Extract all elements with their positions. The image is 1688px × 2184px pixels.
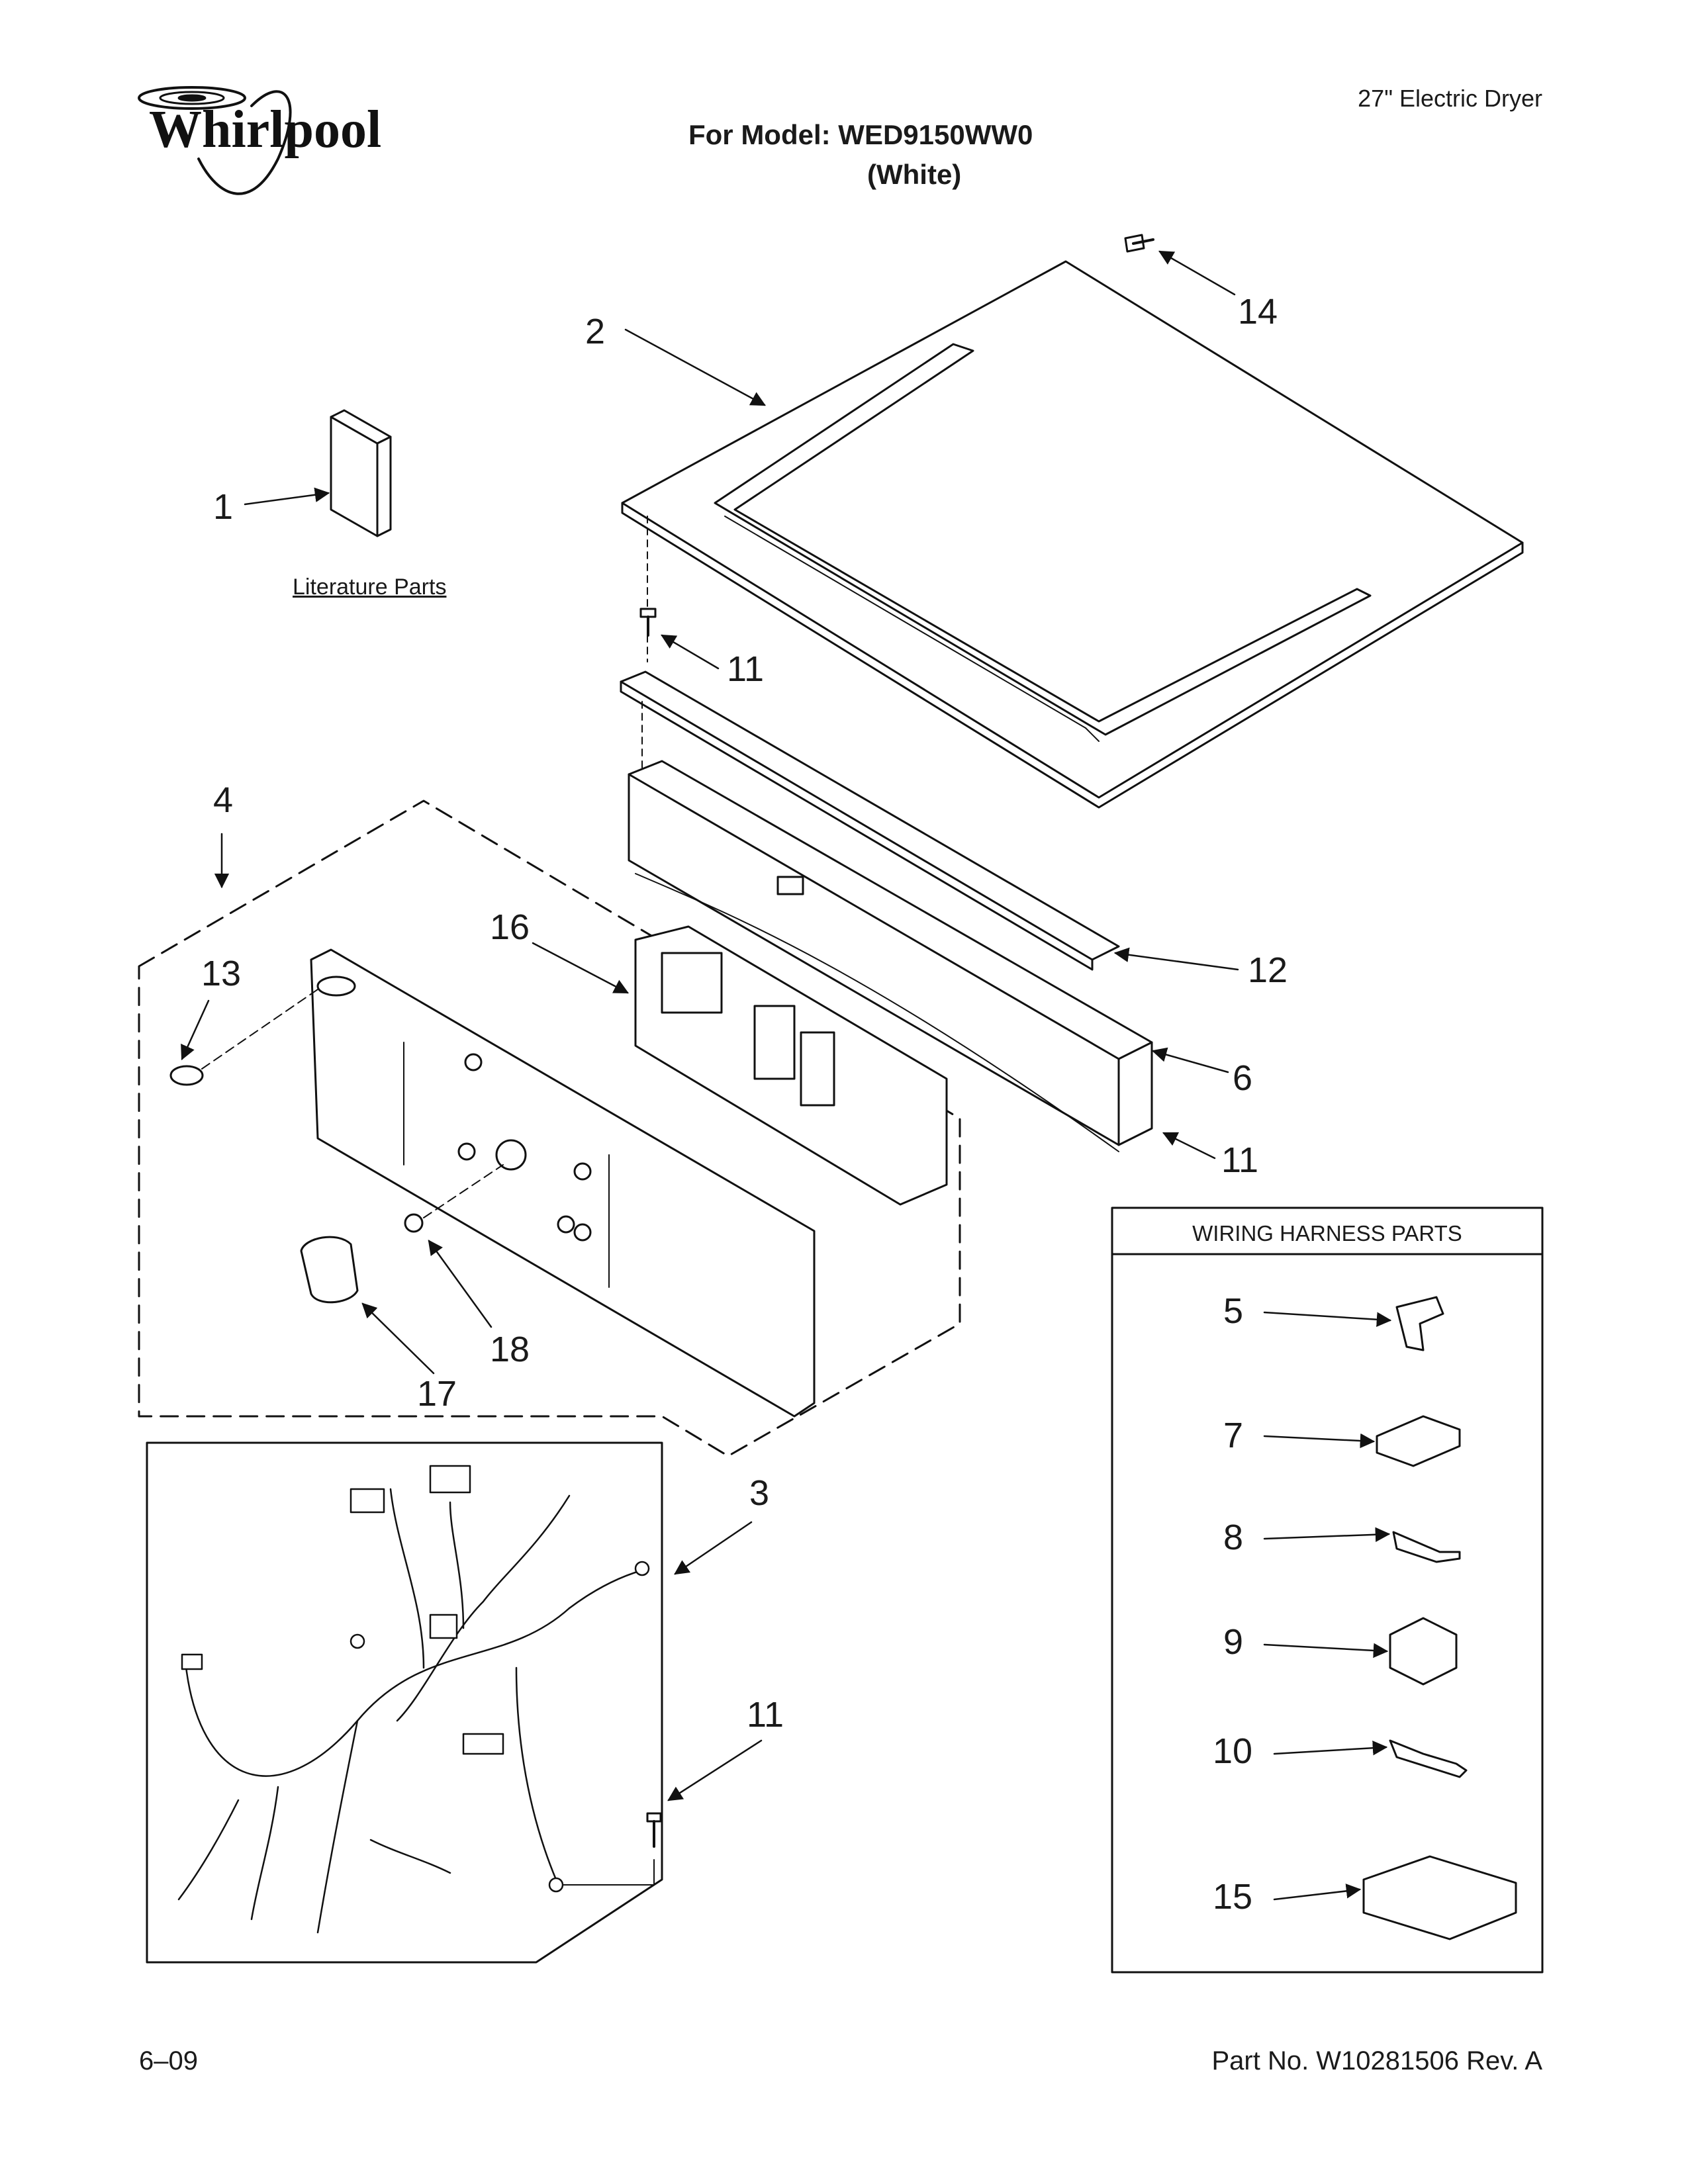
- callout-8: 8: [1223, 1518, 1244, 1557]
- model-color: (White): [867, 159, 962, 190]
- callout-13: 13: [201, 954, 242, 993]
- callout-7: 7: [1223, 1416, 1244, 1455]
- callout-14: 14: [1238, 292, 1278, 332]
- connector-15-icon: [1362, 1855, 1517, 1940]
- terminal-10-icon: [1389, 1739, 1468, 1778]
- connector-7-icon: [1376, 1415, 1461, 1467]
- wiring-harness-box: [146, 1441, 663, 1964]
- top-panel: [621, 260, 1524, 809]
- literature-book: [330, 409, 392, 537]
- callout-12: 12: [1248, 950, 1288, 990]
- connector-9-icon: [1389, 1617, 1458, 1686]
- console-assembly-outline: [138, 799, 961, 1457]
- callout-11-top: 11: [727, 649, 765, 689]
- revision-date: 6–09: [139, 2046, 198, 2075]
- whirlpool-logo: Whirlpool: [138, 86, 381, 195]
- control-console-panel: [310, 948, 816, 1418]
- part-number: Part No. W10281506 Rev. A: [1211, 2046, 1542, 2075]
- callout-15: 15: [1213, 1877, 1253, 1917]
- wiring-harness-parts-box: [1111, 1206, 1544, 1974]
- screw-icon: [639, 608, 657, 637]
- callout-11-bottom: 11: [747, 1695, 784, 1735]
- svg-text:Whirlpool: Whirlpool: [149, 101, 381, 159]
- callout-10: 10: [1213, 1731, 1253, 1771]
- screw-bottom-icon: [562, 1812, 662, 1886]
- callout-18: 18: [490, 1330, 530, 1369]
- leader-lines: [181, 250, 1392, 1901]
- callout-17: 17: [417, 1374, 457, 1414]
- top-rail-bracket: [620, 516, 1120, 971]
- callout-3: 3: [749, 1473, 770, 1513]
- terminal-8-icon: [1392, 1531, 1461, 1563]
- callout-1: 1: [213, 487, 234, 527]
- console-mounting-bracket: [628, 760, 1153, 1152]
- wiring-harness-title: WIRING HARNESS PARTS: [1192, 1221, 1462, 1246]
- callout-9: 9: [1223, 1622, 1244, 1662]
- callout-4: 4: [213, 780, 234, 820]
- control-board: [634, 925, 948, 1206]
- model-number: For Model: WED9150WW0: [688, 119, 1033, 150]
- connector-5-icon: [1395, 1296, 1444, 1351]
- callout-11-right: 11: [1221, 1140, 1259, 1180]
- callout-2: 2: [585, 312, 606, 351]
- screw-14-icon: [1124, 234, 1154, 253]
- logo-badge: [169, 1065, 204, 1086]
- wiring-harness: [177, 1465, 650, 1934]
- literature-parts-label: Literature Parts: [293, 574, 447, 600]
- callout-6: 6: [1233, 1058, 1253, 1098]
- knob: [300, 1236, 359, 1304]
- knob-shaft: [404, 1213, 424, 1233]
- callout-16: 16: [490, 907, 530, 947]
- callout-5: 5: [1223, 1291, 1244, 1331]
- product-type: 27" Electric Dryer: [1358, 85, 1542, 112]
